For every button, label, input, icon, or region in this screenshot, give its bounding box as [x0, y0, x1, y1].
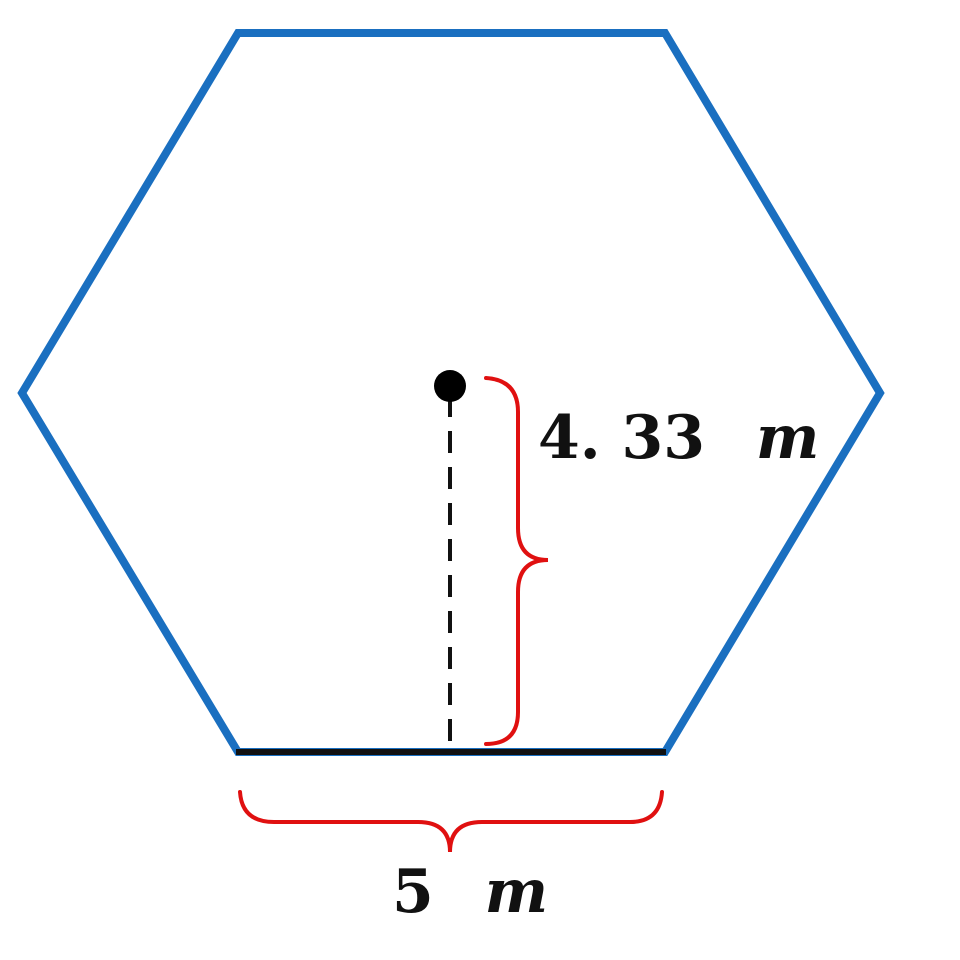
- side-length-unit: m: [485, 857, 549, 927]
- apothem-value: 4. 33: [538, 403, 705, 473]
- apothem-label: 4. 33 m: [538, 403, 819, 473]
- side-length-value: 5: [392, 857, 434, 927]
- apothem-unit: m: [756, 403, 820, 473]
- apothem-brace: [484, 376, 549, 746]
- side-length-label: 5 m: [392, 857, 548, 927]
- center-point: [434, 370, 466, 402]
- side-brace: [238, 790, 664, 853]
